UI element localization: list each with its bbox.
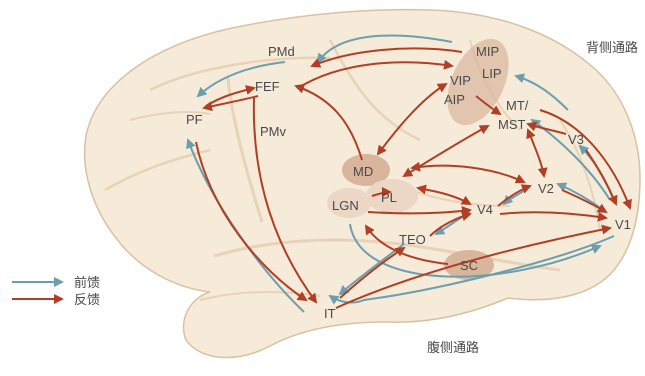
label-v1: V1 xyxy=(615,217,631,232)
ventral-pathway-label: 腹侧通路 xyxy=(427,340,479,355)
label-mst: MST xyxy=(498,117,526,132)
label-pmd: PMd xyxy=(268,44,295,59)
label-aip: AIP xyxy=(444,92,465,107)
dorsal-pathway-label: 背侧通路 xyxy=(586,40,638,55)
label-mt: MT/ xyxy=(506,98,529,113)
legend-feedforward-label: 前馈 xyxy=(74,275,100,290)
label-pl: PL xyxy=(381,190,397,205)
label-v4: V4 xyxy=(477,202,493,217)
label-sc: SC xyxy=(460,258,478,273)
legend-feedback-label: 反馈 xyxy=(74,292,100,307)
label-it: IT xyxy=(324,306,336,321)
label-v2: V2 xyxy=(538,181,554,196)
label-teo: TEO xyxy=(399,232,426,247)
label-md: MD xyxy=(353,164,373,179)
label-pmv: PMv xyxy=(260,124,287,139)
label-fef: FEF xyxy=(255,79,280,94)
label-pf: PF xyxy=(186,112,203,127)
label-v3: V3 xyxy=(568,132,584,147)
label-mip: MIP xyxy=(476,44,499,59)
label-lgn: LGN xyxy=(332,198,359,213)
label-lip: LIP xyxy=(482,66,502,81)
legend: 前馈 反馈 xyxy=(12,275,100,307)
label-vip: VIP xyxy=(450,73,471,88)
